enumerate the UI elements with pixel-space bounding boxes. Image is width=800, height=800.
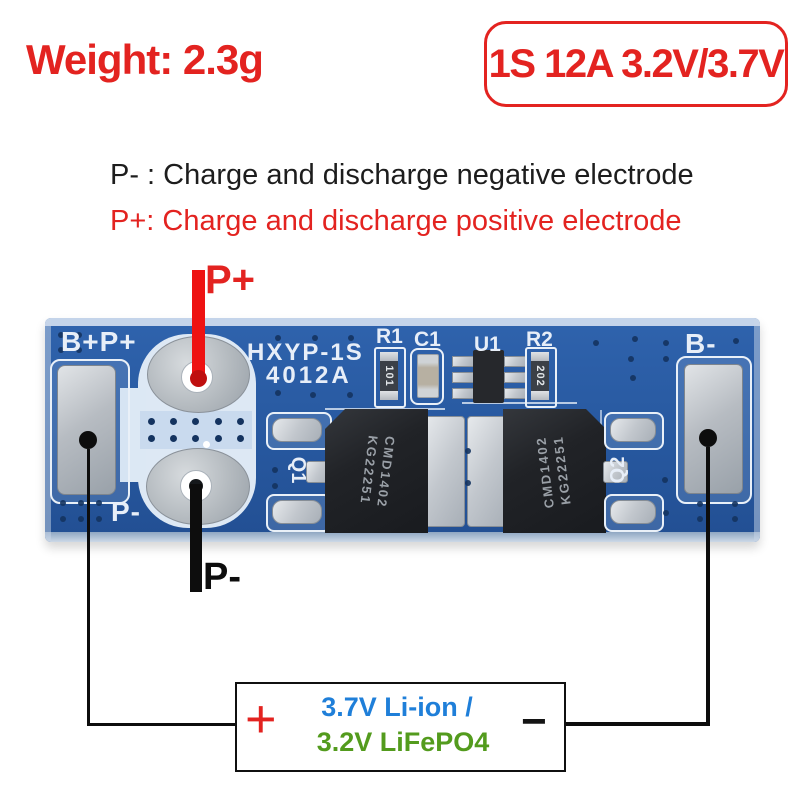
b-plus-annotation-dot	[79, 431, 97, 449]
b-minus-pad	[684, 364, 743, 494]
u1-pin	[504, 388, 527, 399]
ic-u1	[473, 350, 504, 403]
board-edge-left	[45, 318, 51, 542]
pcb-board: 101 202 Q1 CMD1402 KG2	[45, 318, 760, 542]
positive-connector-horizontal	[87, 723, 237, 726]
q2-tab	[467, 416, 508, 527]
capacitor-c1-outline	[410, 348, 444, 405]
q1-tab	[424, 416, 465, 527]
q1-pad-bottom	[266, 494, 332, 532]
resistor-r1-outline	[374, 347, 406, 408]
battery-type-line1: 3.7V Li-ion /	[321, 692, 473, 722]
spec-badge: 1S 12A 3.2V/3.7V	[484, 21, 788, 107]
instruction-negative: P- : Charge and discharge negative elect…	[110, 159, 694, 191]
resistor-r1-value: 101	[383, 365, 395, 387]
b-minus-annotation-dot	[699, 429, 717, 447]
u1-pin	[452, 388, 475, 399]
c1-label: C1	[414, 328, 441, 351]
negative-connector-vertical	[706, 447, 710, 725]
via-band	[140, 411, 252, 449]
u1-label: U1	[474, 333, 501, 356]
u1-pin	[452, 372, 475, 383]
q2-footprint-line	[462, 402, 577, 404]
positive-connector-vertical	[87, 449, 90, 726]
resistor-r1: 101	[380, 352, 398, 400]
r2-label: R2	[526, 328, 553, 351]
spec-badge-text: 1S 12A 3.2V/3.7V	[488, 41, 785, 86]
r1-label: R1	[376, 325, 403, 348]
battery-type-line2: 3.2V LiFePO4	[316, 727, 490, 757]
u1-pin	[504, 356, 527, 367]
negative-wire-label: P-	[203, 556, 241, 598]
p-minus-silk-label: P-	[111, 496, 141, 527]
b-minus-label: B-	[685, 328, 717, 359]
capacitor-c1	[417, 354, 439, 398]
resistor-r2-outline	[525, 347, 557, 408]
resistor-r2-value: 202	[534, 365, 546, 387]
q2-label: Q2	[607, 456, 629, 484]
negative-wire	[190, 484, 202, 592]
positive-wire	[190, 270, 207, 387]
negative-connector-horizontal	[562, 722, 710, 726]
b-plus-p-plus-label: B+P+	[61, 326, 137, 357]
u1-pin	[452, 356, 475, 367]
weight-label: Weight: 2.3g	[26, 36, 264, 83]
positive-wire-tip	[190, 370, 207, 387]
q2-pad-top	[604, 412, 664, 450]
model-number-line1: HXYP-1S	[247, 339, 364, 366]
battery-plus-terminal: +	[245, 689, 277, 749]
q1-pad-top	[266, 412, 332, 450]
q2-pad-bottom	[604, 494, 664, 532]
q2-middle-pin	[603, 461, 628, 483]
board-edge-right	[754, 318, 760, 542]
q1-label: Q1	[287, 456, 309, 484]
resistor-r2: 202	[531, 352, 549, 400]
model-number-line2: 4012A	[266, 362, 352, 389]
mosfet-q2: CMD1402 KG22251	[503, 409, 606, 533]
battery-box: + 3.7V Li-ion / 3.2V LiFePO4 −	[235, 682, 566, 772]
instruction-positive: P+: Charge and discharge positive electr…	[110, 205, 682, 237]
board-edge-bottom	[45, 532, 760, 542]
positive-wire-label: P+	[205, 258, 256, 302]
battery-minus-terminal: −	[521, 697, 547, 746]
b-plus-pad	[57, 365, 116, 495]
mosfet-q1: CMD1402 KG22251	[325, 409, 428, 533]
board-edge-top	[45, 318, 760, 326]
